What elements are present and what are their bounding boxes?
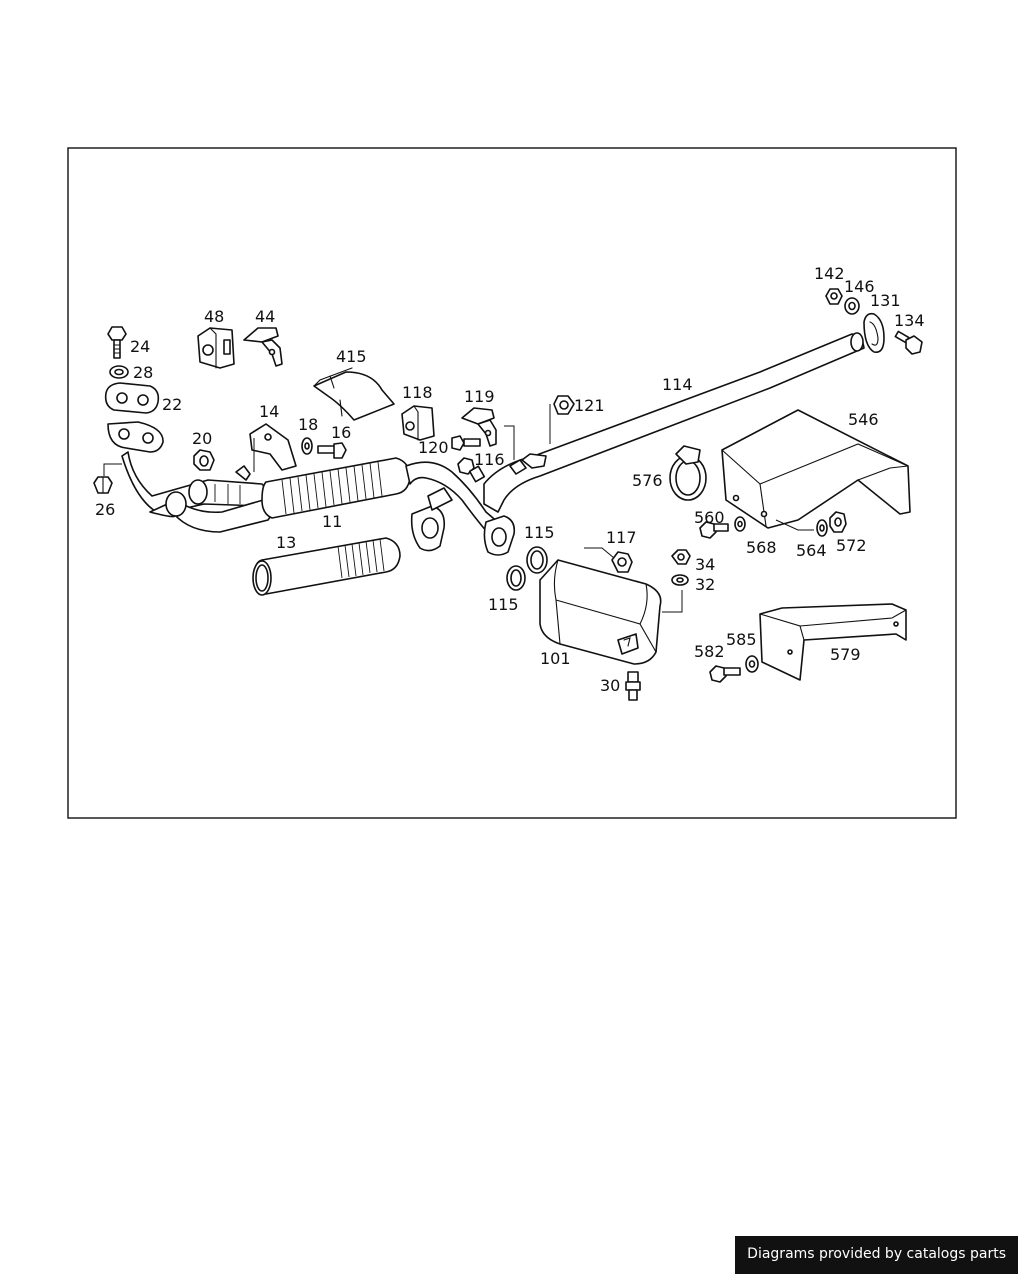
diagram-frame bbox=[67, 147, 957, 819]
part-119-bracket bbox=[461, 407, 497, 447]
label-48: 48 bbox=[204, 307, 224, 326]
label-582: 582 bbox=[694, 642, 725, 661]
label-118: 118 bbox=[402, 383, 433, 402]
label-34: 34 bbox=[695, 555, 715, 574]
label-26: 26 bbox=[95, 500, 115, 519]
label-22: 22 bbox=[162, 395, 182, 414]
part-585-washer bbox=[745, 655, 759, 673]
part-415-heat-shield bbox=[313, 367, 395, 421]
credit-badge: Diagrams provided by catalogs parts bbox=[735, 1236, 1018, 1274]
label-579: 579 bbox=[830, 645, 861, 664]
label-115-lower: 115 bbox=[488, 595, 519, 614]
part-13-pipe bbox=[252, 537, 401, 596]
part-120-bolt bbox=[451, 435, 481, 451]
label-120: 120 bbox=[418, 438, 449, 457]
label-121: 121 bbox=[574, 396, 605, 415]
part-30-plug bbox=[625, 671, 641, 701]
part-26-nut bbox=[93, 476, 113, 494]
label-20: 20 bbox=[192, 429, 212, 448]
label-568: 568 bbox=[746, 538, 777, 557]
part-117-nut bbox=[611, 551, 633, 573]
label-44: 44 bbox=[255, 307, 275, 326]
label-101: 101 bbox=[540, 649, 571, 668]
part-48-mount bbox=[197, 327, 235, 369]
label-134: 134 bbox=[894, 311, 925, 330]
label-30: 30 bbox=[600, 676, 620, 695]
label-116: 116 bbox=[474, 450, 505, 469]
part-121-nut bbox=[553, 395, 575, 415]
part-115-gasket-upper bbox=[526, 546, 548, 574]
label-115-upper: 115 bbox=[524, 523, 555, 542]
part-20-nut bbox=[193, 449, 215, 471]
part-146-washer bbox=[844, 297, 860, 315]
label-560: 560 bbox=[694, 508, 725, 527]
label-114: 114 bbox=[662, 375, 693, 394]
label-142: 142 bbox=[814, 264, 845, 283]
part-101-muffler bbox=[539, 559, 662, 665]
label-117: 117 bbox=[606, 528, 637, 547]
label-564: 564 bbox=[796, 541, 827, 560]
part-572-nut bbox=[829, 511, 847, 533]
label-13: 13 bbox=[276, 533, 296, 552]
part-568-washer bbox=[734, 516, 746, 532]
label-14: 14 bbox=[259, 402, 279, 421]
part-14-bracket bbox=[235, 423, 297, 481]
part-118-mount bbox=[401, 405, 435, 441]
part-576-clamp bbox=[669, 445, 707, 501]
part-18-washer bbox=[301, 437, 313, 455]
part-546-heat-shield bbox=[721, 409, 911, 529]
part-11-front-pipe bbox=[107, 421, 516, 556]
part-labels: 24 28 22 26 48 44 415 14 18 16 20 11 13 … bbox=[95, 264, 925, 695]
part-134-bolt bbox=[894, 330, 923, 355]
label-11: 11 bbox=[322, 512, 342, 531]
part-32-washer bbox=[671, 574, 689, 586]
label-24: 24 bbox=[130, 337, 150, 356]
part-579-bracket bbox=[759, 603, 907, 681]
label-18: 18 bbox=[298, 415, 318, 434]
part-28-washer bbox=[109, 365, 129, 379]
part-22-gasket bbox=[104, 382, 160, 414]
label-585: 585 bbox=[726, 630, 757, 649]
label-146: 146 bbox=[844, 277, 875, 296]
part-16-bolt bbox=[317, 442, 347, 459]
label-576: 576 bbox=[632, 471, 663, 490]
label-415: 415 bbox=[336, 347, 367, 366]
part-560-bolt bbox=[699, 521, 729, 539]
label-546: 546 bbox=[848, 410, 879, 429]
part-115-gasket-lower bbox=[506, 565, 526, 591]
label-119: 119 bbox=[464, 387, 495, 406]
label-16: 16 bbox=[331, 423, 351, 442]
part-131-hanger bbox=[863, 312, 885, 354]
part-24-bolt bbox=[107, 326, 127, 359]
part-116-clip bbox=[509, 459, 527, 475]
part-564-washer bbox=[816, 519, 828, 537]
part-582-bolt bbox=[709, 665, 741, 683]
part-44-bracket bbox=[243, 327, 283, 367]
part-34-nut bbox=[671, 549, 691, 565]
label-572: 572 bbox=[836, 536, 867, 555]
label-32: 32 bbox=[695, 575, 715, 594]
label-131: 131 bbox=[870, 291, 901, 310]
part-114-pipe bbox=[483, 332, 865, 513]
label-28: 28 bbox=[133, 363, 153, 382]
part-142-nut bbox=[825, 288, 843, 305]
part-bolt-lower bbox=[457, 457, 486, 483]
